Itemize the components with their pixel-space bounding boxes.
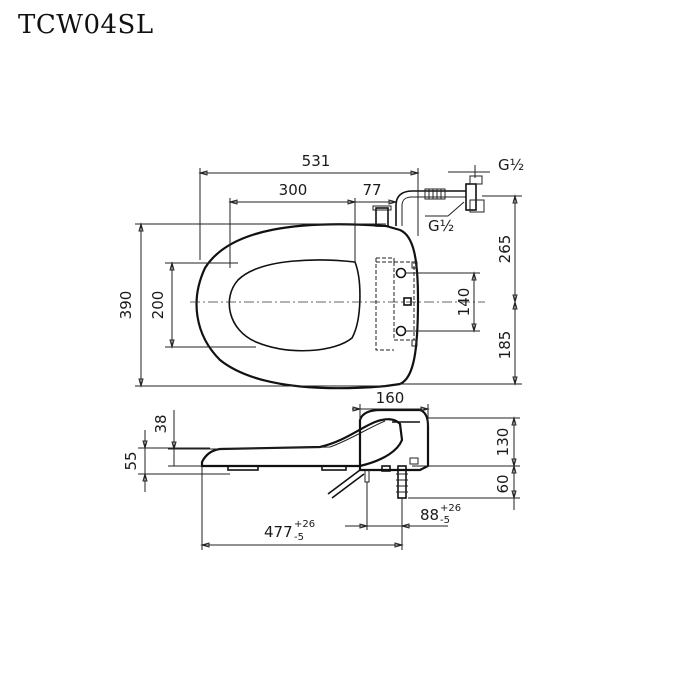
mount-hole-lower [395,325,407,337]
dim-185: 185 [496,331,514,360]
seat-outer-outline [195,223,387,390]
valve-cap [372,205,392,211]
valve-body [375,207,389,227]
tee-stem [469,175,483,185]
seat-upper-line [219,420,386,450]
dim-390: 390 [117,291,135,320]
bolt-stem [364,469,370,483]
dim-477-tol-plus: +26 [294,519,315,530]
dim-88-tol-plus: +26 [440,503,461,514]
dim-55: 55 [122,451,140,470]
seat-inner-opening [228,259,361,352]
page-title: TCW04SL [18,10,154,40]
dim-140: 140 [455,288,473,317]
dim-130: 130 [494,428,512,457]
rear-panel-hidden [375,257,415,351]
rear-body-outline [385,224,420,388]
top-view: 531 300 77 G½ G½ 390 200 [117,152,524,390]
dim-g-half-side: G½ [428,217,454,235]
side-tab-upper [411,261,418,269]
dim-g-half-top: G½ [498,156,524,174]
center-button [403,297,412,306]
dim-200: 200 [149,291,167,320]
dim-477-tol-minus: -5 [294,532,304,543]
mount-hole-upper [395,267,407,279]
dim-77: 77 [362,181,381,199]
dim-38: 38 [152,414,170,433]
supply-hose-inner [401,196,466,226]
side-view: 160 38 55 130 60 477 [122,389,520,550]
dim-300: 300 [279,181,308,199]
dim-477: 477 [264,523,293,541]
hose-nut [424,188,446,200]
dim-265: 265 [496,235,514,264]
dim-531: 531 [302,152,331,170]
dim-160: 160 [376,389,405,407]
side-tab-lower [411,339,418,347]
dim-88: 88 [420,506,439,524]
seat-side-profile [200,418,404,468]
tee-nut [469,199,485,213]
supply-hose [395,190,466,226]
dim-88-tol-minus: -5 [440,515,450,526]
bolt-bracket [381,465,391,472]
side-fitting [396,457,419,499]
tee-fitting [465,183,477,211]
dim-60: 60 [494,474,512,493]
supply-hose-side [327,469,365,499]
